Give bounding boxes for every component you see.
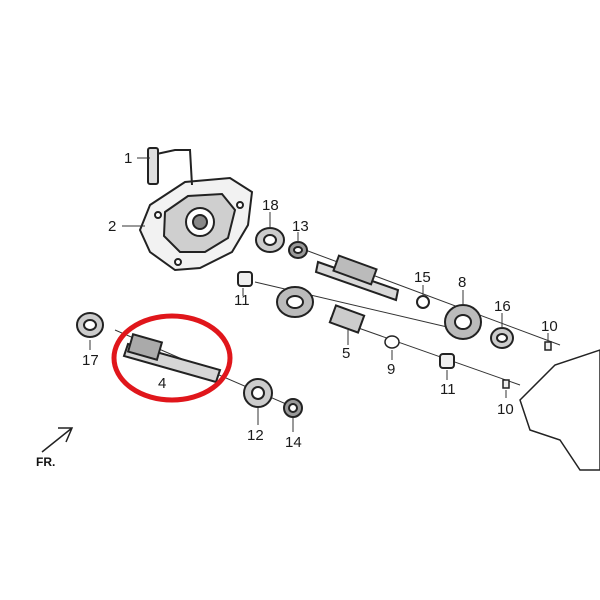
callout-17: 17 [82,352,99,369]
direction-label: FR. [36,455,55,469]
callout-10-upper: 10 [541,318,558,335]
callout-2: 2 [108,218,116,235]
main-shaft [314,254,400,302]
gear-5 [328,304,366,334]
callout-14: 14 [285,434,302,451]
bearing-16 [490,327,514,349]
seal-14 [283,398,303,418]
callout-15: 15 [414,269,431,286]
callout-12: 12 [247,427,264,444]
callout-4: 4 [158,375,166,392]
front-direction-arrow [41,427,74,453]
callout-16: 16 [494,298,511,315]
washer-15 [416,295,430,309]
callout-11-upper: 11 [234,292,250,309]
callout-18: 18 [262,197,279,214]
callout-5: 5 [342,345,350,362]
countershaft-4 [122,332,222,384]
sensor-wire [147,147,193,186]
bearing-18 [255,227,285,253]
crankcase-cover [138,176,254,272]
callout-8: 8 [458,274,466,291]
seal-13 [288,241,308,259]
washer-9 [384,335,400,349]
leader-lines [89,157,549,432]
dowel-10-lower [502,379,510,389]
bearing-17 [76,312,104,338]
bush-11b [439,353,455,369]
callout-1: 1 [124,150,132,167]
highlight-circle [111,313,233,403]
dowel-10-upper [544,341,552,351]
gasket [519,349,600,471]
callout-10-lower: 10 [497,401,514,418]
bearing-12 [243,378,273,408]
gear-left [276,286,314,318]
callout-13: 13 [292,218,309,235]
bush-11a [237,271,253,287]
callout-11-lower: 11 [440,381,456,398]
gear-8 [444,304,482,340]
callout-9: 9 [387,361,395,378]
